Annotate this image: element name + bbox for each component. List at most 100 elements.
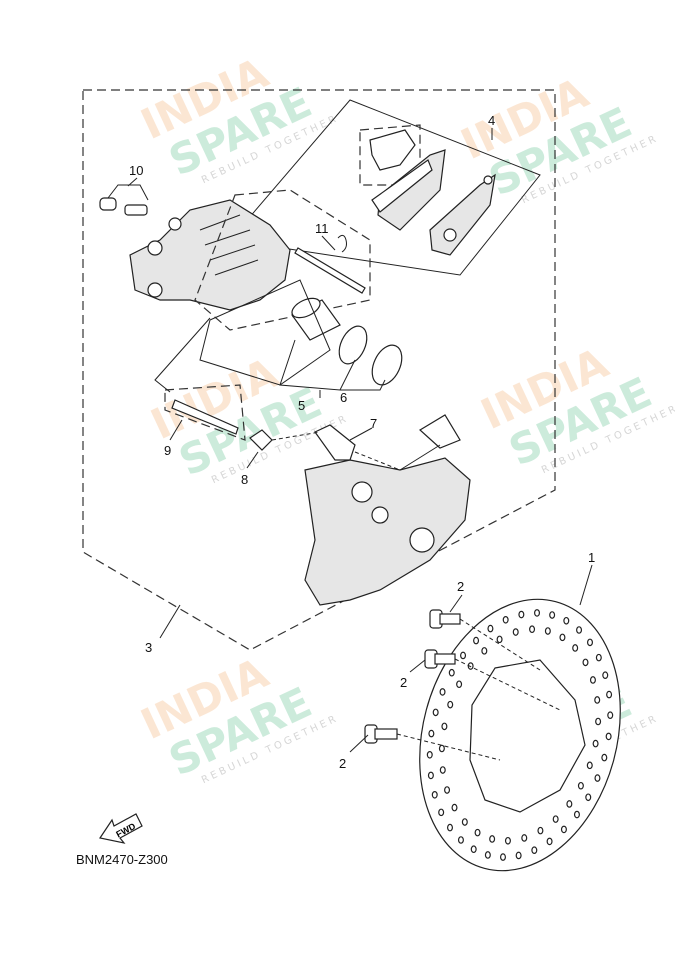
disc-hole bbox=[560, 825, 567, 834]
disc-hole bbox=[470, 845, 477, 854]
slide-pin-outline bbox=[164, 384, 246, 441]
callout-2: 2 bbox=[400, 675, 407, 690]
callout-4: 4 bbox=[488, 113, 495, 128]
disc-hole bbox=[563, 616, 570, 625]
callout-11: 11 bbox=[315, 221, 329, 236]
disc-hole bbox=[529, 625, 536, 634]
disc-hole bbox=[521, 834, 528, 842]
disc-hole bbox=[456, 680, 463, 689]
diagram-code: BNM2470-Z300 bbox=[76, 852, 168, 867]
disc-hole bbox=[594, 774, 601, 782]
disc-hole bbox=[587, 638, 594, 647]
pad-support-clip bbox=[418, 414, 461, 449]
callout-2: 2 bbox=[339, 756, 346, 771]
disc-hole bbox=[595, 653, 602, 662]
piston-seal bbox=[338, 325, 368, 365]
disc-hole bbox=[605, 732, 612, 741]
disc-hole bbox=[534, 609, 541, 617]
pad-spring bbox=[369, 129, 416, 171]
disc-hole bbox=[546, 837, 553, 846]
brake-pad-left bbox=[371, 149, 446, 231]
disc-hole bbox=[489, 835, 496, 843]
brake-pad-right bbox=[429, 173, 496, 256]
caliper-bracket bbox=[304, 457, 471, 606]
disc-hole bbox=[427, 771, 434, 780]
pad-group-outline bbox=[229, 99, 541, 276]
disc-hole bbox=[592, 739, 599, 748]
disc-hole bbox=[439, 766, 446, 774]
disc-hole bbox=[531, 846, 538, 854]
disc-hole bbox=[537, 826, 544, 835]
disc-hole bbox=[504, 836, 511, 845]
disc-hole bbox=[428, 729, 435, 738]
disc-hole bbox=[595, 717, 602, 726]
forward-arrow-icon: FWD bbox=[99, 813, 143, 844]
disc-hole bbox=[607, 711, 614, 720]
disc-hole bbox=[594, 696, 601, 704]
disc-hole bbox=[559, 633, 566, 642]
disc-hole bbox=[457, 836, 464, 844]
piston-group-outline bbox=[199, 279, 331, 386]
disc-hole bbox=[549, 611, 556, 619]
disc-hole bbox=[448, 668, 455, 677]
brake-disc bbox=[419, 598, 621, 872]
leader-lines bbox=[127, 128, 593, 753]
callout-2: 2 bbox=[457, 579, 464, 594]
pad-pin bbox=[294, 247, 366, 294]
callout-8: 8 bbox=[241, 472, 248, 487]
callout-3: 3 bbox=[145, 640, 152, 655]
disc-hole bbox=[431, 791, 438, 799]
disc-hole bbox=[582, 658, 589, 667]
disc-hole bbox=[602, 671, 609, 679]
disc-hole bbox=[481, 647, 488, 655]
disc-hole bbox=[438, 744, 445, 753]
disc-hole bbox=[444, 786, 451, 794]
pin-group-outline bbox=[194, 189, 371, 331]
disc-hole bbox=[589, 676, 596, 684]
disc-hole bbox=[451, 803, 458, 812]
disc-hole bbox=[585, 793, 592, 802]
disc-hole bbox=[446, 823, 453, 832]
callout-6: 6 bbox=[340, 390, 347, 405]
disc-hole bbox=[426, 750, 433, 759]
disc-hole bbox=[601, 753, 608, 762]
disc-hole bbox=[496, 635, 503, 644]
bleed-screw bbox=[99, 197, 148, 216]
pin-clip bbox=[337, 234, 347, 253]
disc-hole bbox=[474, 828, 481, 837]
disc-hole bbox=[573, 810, 580, 819]
disc-hole bbox=[606, 690, 613, 699]
disc-hole bbox=[487, 624, 494, 633]
disc-hole bbox=[515, 851, 522, 860]
disc-hole bbox=[572, 644, 579, 652]
dust-seal bbox=[371, 344, 403, 386]
callout-10: 10 bbox=[129, 163, 143, 178]
disc-hole bbox=[484, 851, 491, 859]
disc-bolt bbox=[364, 724, 398, 744]
disc-hole bbox=[432, 708, 439, 717]
slide-pin-boot bbox=[314, 424, 356, 461]
disc-hole bbox=[439, 688, 446, 696]
disc-bolt bbox=[429, 609, 461, 629]
disc-hole bbox=[473, 636, 480, 645]
disc-hole bbox=[460, 651, 467, 660]
disc-hole bbox=[566, 800, 573, 808]
disc-hole bbox=[518, 610, 525, 619]
slide-pin bbox=[171, 399, 239, 435]
callout-9: 9 bbox=[164, 443, 171, 458]
disc-hole bbox=[502, 616, 509, 624]
disc-hole bbox=[552, 815, 559, 823]
disc-hole bbox=[441, 722, 448, 731]
disc-hole bbox=[586, 761, 593, 770]
disc-hole bbox=[499, 853, 506, 861]
disc-hole bbox=[461, 818, 468, 826]
disc-hole bbox=[544, 627, 551, 635]
disc-hole bbox=[577, 781, 584, 790]
caliper-body bbox=[129, 199, 291, 311]
disc-hole bbox=[438, 808, 445, 817]
callout-5: 5 bbox=[298, 398, 305, 413]
callout-7: 7 bbox=[370, 416, 377, 431]
disc-bolt bbox=[424, 649, 456, 669]
disc-hole bbox=[576, 626, 583, 634]
